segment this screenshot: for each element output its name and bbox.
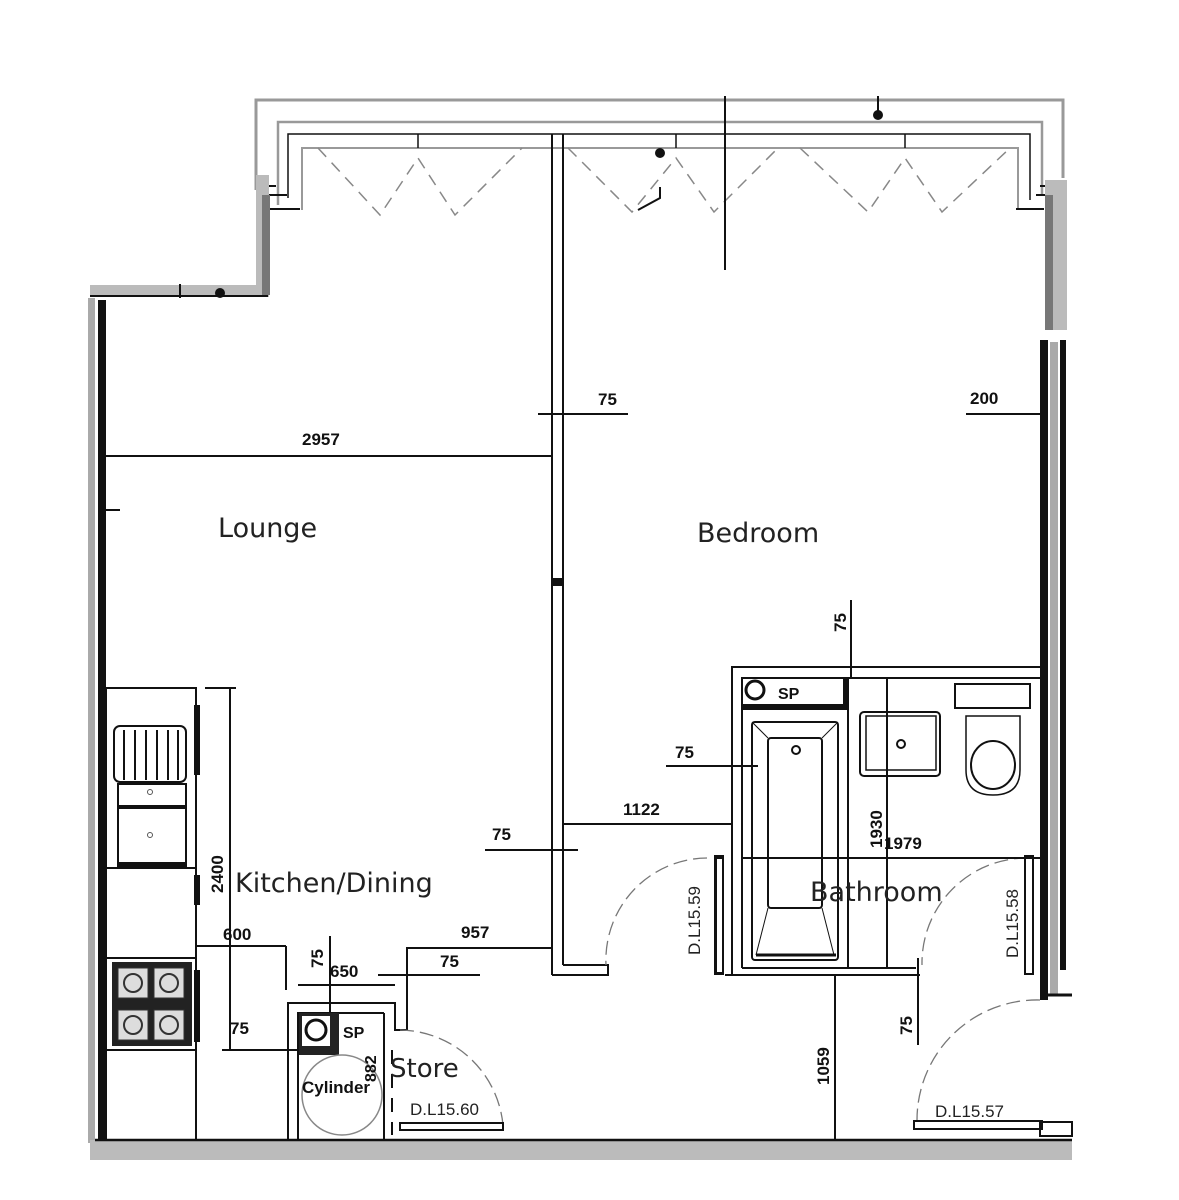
room-label-bathroom: Bathroom [810,877,943,908]
fixture-label-sp-store: SP [343,1025,365,1042]
wc-icon [954,683,1031,796]
room-label-bedroom: Bedroom [697,518,819,549]
dim-bath-1979: 1979 [884,834,922,853]
dim-store-650: 650 [330,962,358,981]
dim-store-75-v: 75 [308,949,327,968]
door-label-d58: D.L15.58 [1003,889,1022,958]
dim-bath-75: 75 [675,743,694,762]
dim-lounge-width: 2957 [302,430,340,449]
door-swings [399,857,1043,1131]
partition-wall [551,134,609,976]
dim-corridor-1122: 1122 [623,800,660,819]
room-label-kitchen: Kitchen/Dining [235,868,433,899]
bath-icon [751,721,839,961]
fixture-label-sp: SP [778,686,800,703]
door-label-d60: D.L15.60 [410,1100,479,1119]
store-block [299,1013,393,1140]
dim-partition-75: 75 [598,390,617,409]
dim-kitchen-75: 75 [230,1019,249,1038]
dim-hall-1059: 1059 [814,1047,833,1085]
fixture-label-cylinder: Cylinder [302,1078,370,1097]
dim-bath-wall-75: 75 [831,613,850,632]
dim-hall-957: 957 [461,923,489,942]
fixing-point-icon [873,110,883,120]
dim-kitchen-600: 600 [223,925,251,944]
door-label-d59: D.L15.59 [685,886,704,955]
dim-corridor-75: 75 [492,825,511,844]
dim-store-75-h: 75 [440,952,459,971]
soil-pipe-icon [744,679,766,701]
cylinder-icon [301,1054,383,1136]
soil-pipe-icon [304,1018,328,1042]
dim-store-882: 882 [363,1055,380,1082]
dim-hall-75: 75 [897,1016,916,1035]
bifold-doors [317,147,1011,217]
kitchen-units [105,687,200,1141]
dim-kitchen-2400: 2400 [208,855,227,893]
sink-icon [113,725,187,867]
external-walls [88,175,1073,1160]
bathroom-block [714,666,1040,976]
dim-wall-200: 200 [970,389,998,408]
room-label-lounge: Lounge [218,513,317,544]
door-label-d57: D.L15.57 [935,1102,1004,1121]
dimension-lines [106,413,1040,1140]
dim-bath-1930: 1930 [867,810,886,848]
room-label-store: Store [390,1054,459,1084]
hob-icon [112,962,200,1046]
basin-icon [859,711,941,777]
